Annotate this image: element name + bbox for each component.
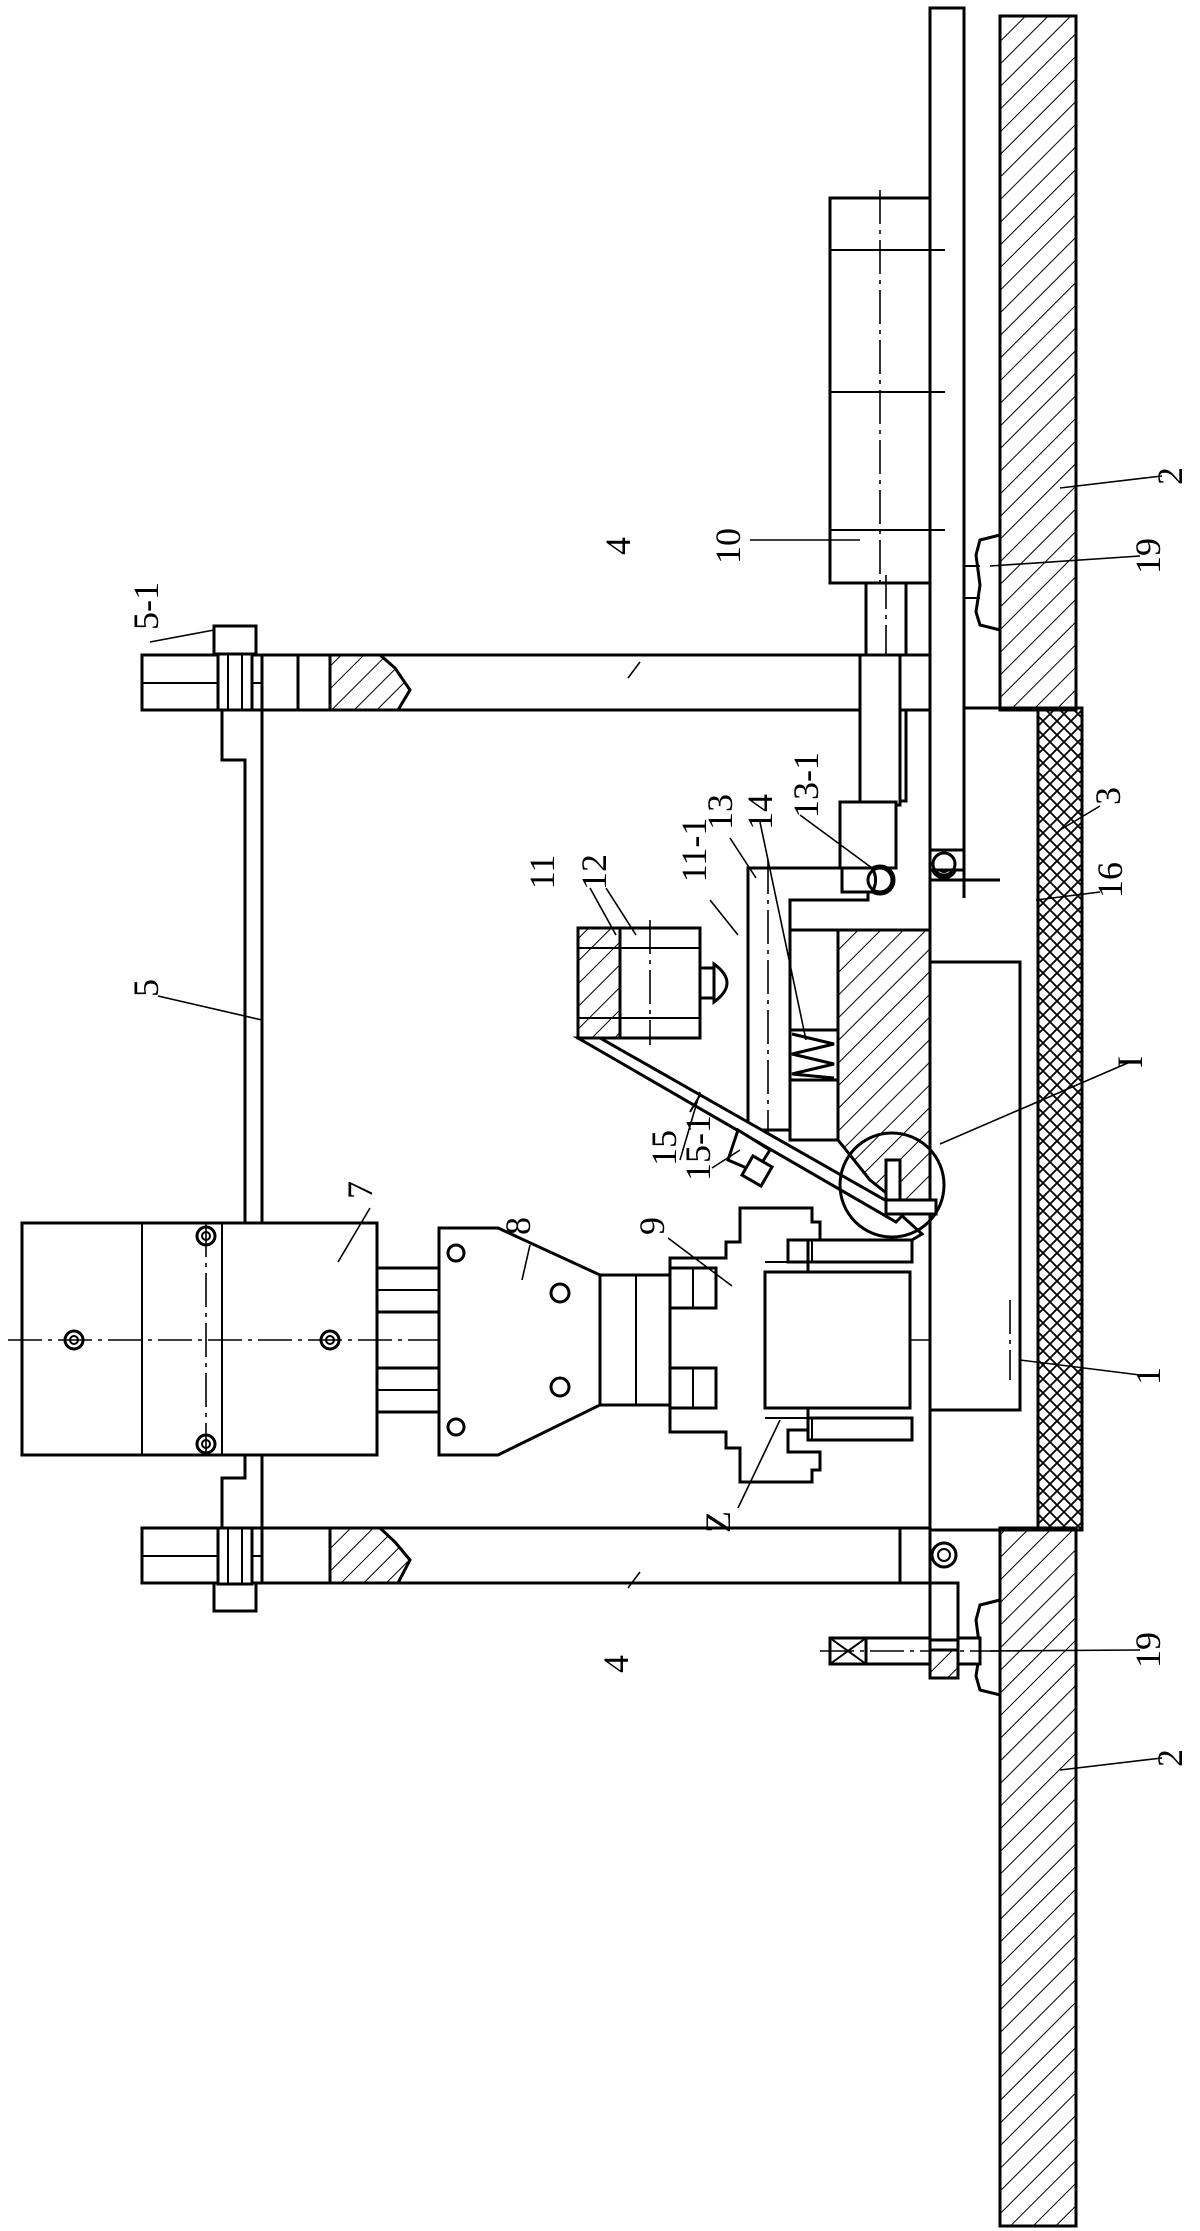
label-5-1: 5-1 [126, 582, 166, 630]
label-13: 13 [700, 794, 740, 830]
spring-14 [791, 1032, 835, 1080]
label-11-1: 11-1 [674, 818, 714, 883]
housing-11-1 [836, 928, 932, 1214]
label-15-1: 15-1 [678, 1115, 718, 1181]
pad-3 [1036, 706, 1084, 1532]
cylinder-12 [618, 926, 702, 1040]
label-10: 10 [708, 528, 748, 564]
pivot-lower [930, 1541, 958, 1569]
label-5: 5 [126, 979, 166, 997]
foot-19-upper [974, 533, 1002, 632]
motor-7 [20, 1221, 379, 1457]
detail-circle-i [838, 1131, 946, 1239]
label-19-lower: 19 [1128, 1632, 1168, 1668]
holder-11 [576, 926, 622, 1040]
label-2-upper: 2 [1150, 467, 1190, 485]
label-3: 3 [1088, 787, 1128, 805]
slide-rail [928, 6, 966, 870]
label-4-upper: 4 [598, 537, 638, 555]
label-11: 11 [522, 855, 562, 890]
label-9: 9 [632, 1217, 672, 1235]
label-2-lower: 2 [1150, 1749, 1190, 1767]
label-19-upper: 19 [1128, 538, 1168, 574]
bolt-5-1-lower [212, 1581, 258, 1613]
label-16: 16 [1090, 862, 1130, 898]
label-1: 1 [1128, 1367, 1168, 1385]
frame-16 [930, 706, 1040, 1532]
label-15: 15 [644, 1130, 684, 1166]
bolt-5-1-upper [212, 624, 258, 656]
workpiece-z [763, 1270, 912, 1410]
label-13-1: 13-1 [786, 752, 826, 818]
label-I: I [1110, 1056, 1150, 1068]
label-7: 7 [340, 1181, 380, 1199]
base-plate-2-upper [998, 14, 1078, 712]
base-plate-2-lower [998, 1526, 1078, 2228]
label-12: 12 [574, 854, 614, 890]
label-14: 14 [740, 794, 780, 830]
label-Z: Z [698, 1511, 738, 1533]
label-8: 8 [498, 1217, 538, 1235]
label-4-lower: 4 [596, 1655, 636, 1673]
